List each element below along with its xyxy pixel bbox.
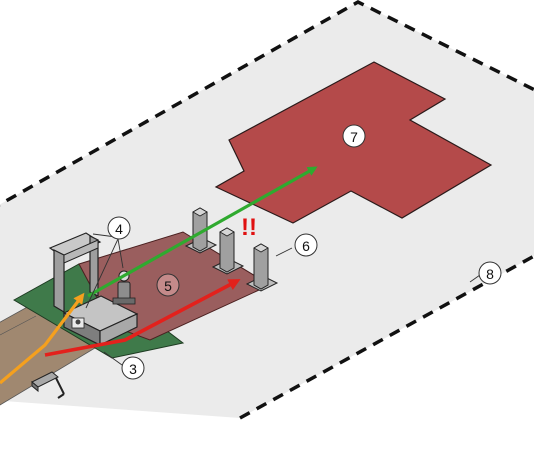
callout-8: 8 — [478, 261, 502, 285]
svg-text:8: 8 — [486, 266, 494, 282]
alert-mark: !! — [241, 214, 257, 241]
svg-text:6: 6 — [302, 238, 310, 254]
callout-3: 3 — [121, 356, 145, 380]
path-breach-arrow — [44, 279, 241, 357]
callout-4: 4 — [107, 216, 131, 240]
bollard-icon — [184, 207, 218, 254]
path-allowed-arrow — [87, 166, 318, 298]
outer-perimeter-boundary — [0, 0, 534, 207]
leader-lines — [85, 233, 481, 366]
svg-text:5: 5 — [164, 278, 172, 294]
bollard-icon — [211, 227, 245, 275]
callout-6: 6 — [294, 233, 318, 257]
bollard-icon — [245, 243, 279, 292]
svg-text:7: 7 — [350, 129, 358, 145]
svg-text:4: 4 — [115, 221, 123, 237]
walkway-edge — [0, 315, 37, 336]
callout-5: 5 — [156, 273, 180, 297]
walkthrough-metal-detector-icon — [48, 232, 102, 314]
path-entry-arrow — [0, 292, 85, 385]
callout-7: 7 — [342, 124, 366, 148]
cctv-camera-icon — [31, 371, 65, 399]
svg-text:3: 3 — [129, 361, 137, 377]
